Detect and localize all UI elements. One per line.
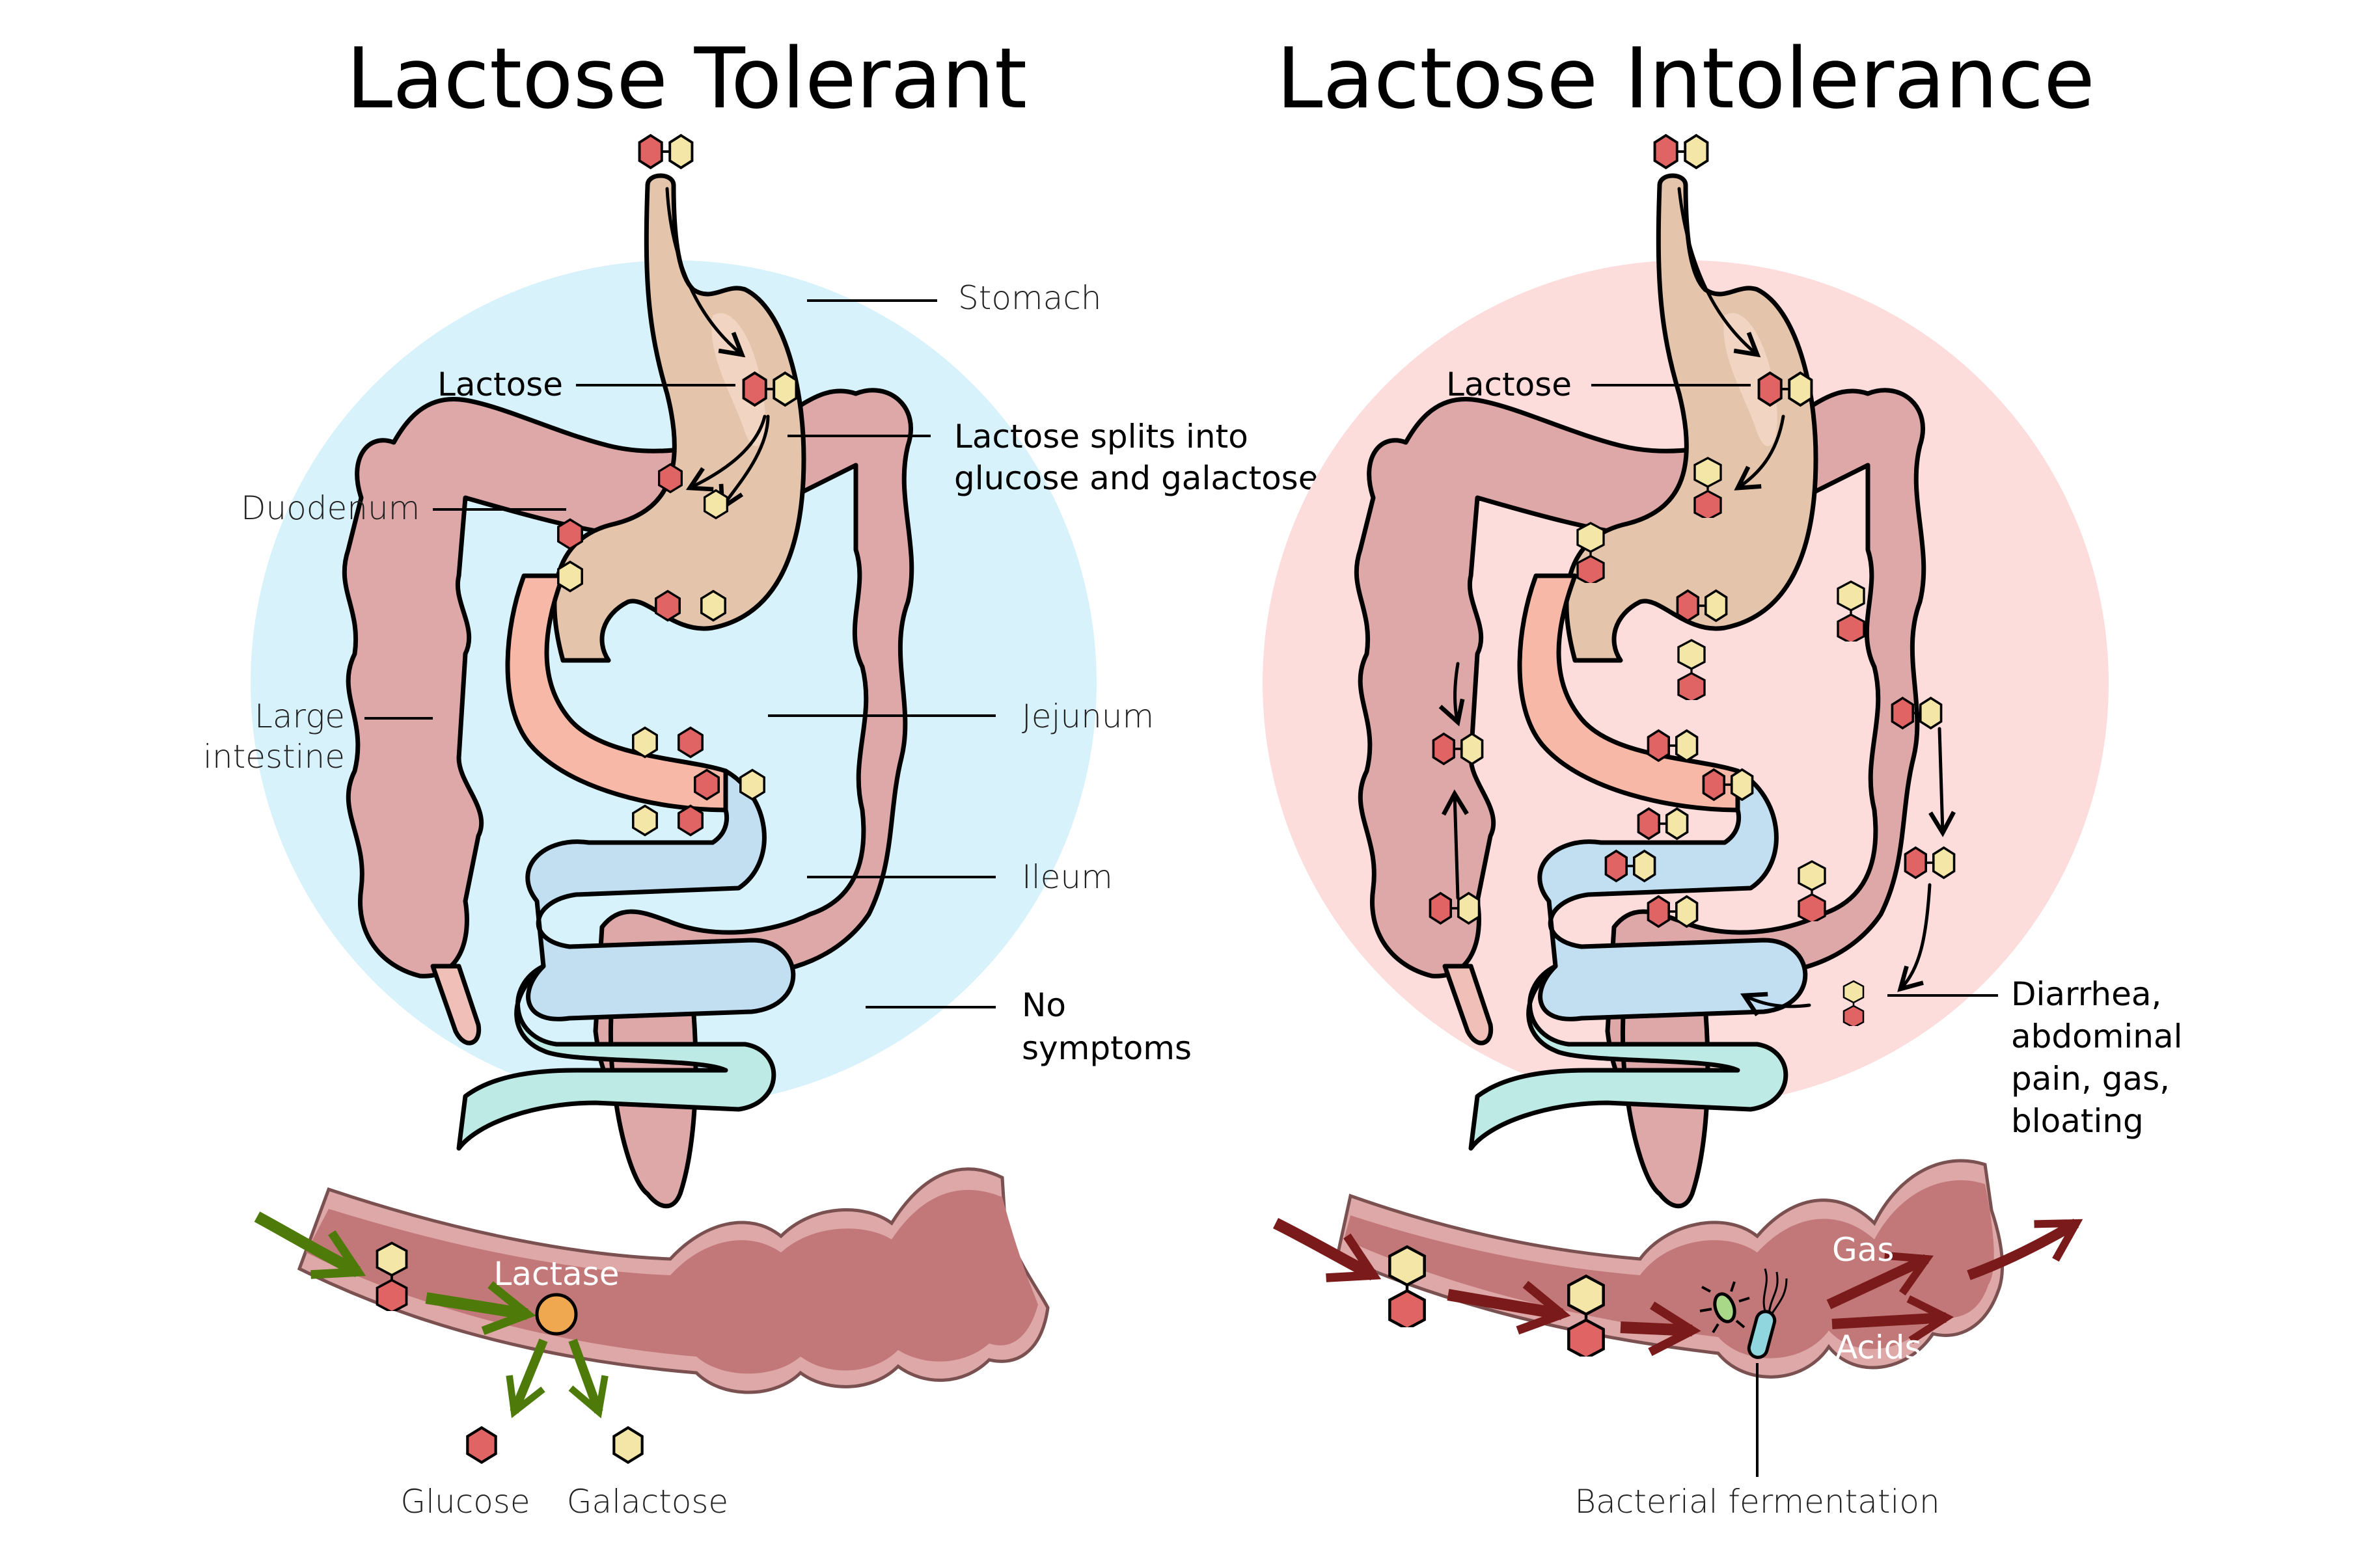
label-glucose: Glucose (400, 1483, 530, 1521)
label-gas: Gas (1832, 1231, 1894, 1269)
panel-lactose-intolerance: Lactose Intolerance Lactose D (1263, 31, 2183, 1521)
label-lactose-intolerance: Lactose (1446, 366, 1572, 403)
label-stomach: Stomach (958, 279, 1101, 317)
intestine-section-intolerance: Gas Acids Bacterial fermentation (1272, 1159, 2083, 1521)
lactose-molecule-top (638, 134, 694, 169)
label-bacterial-fermentation: Bacterial fermentation (1574, 1483, 1939, 1521)
label-lactase: Lactase (493, 1255, 619, 1293)
label-no-symptoms-2: symptoms (1022, 1029, 1192, 1067)
glucose-molecule-product (467, 1427, 495, 1462)
panel-title: Lactose Tolerant (346, 31, 1027, 128)
label-lactose-splits: Lactose splits into (954, 418, 1248, 455)
label-ileum: Ileum (1022, 858, 1113, 896)
galactose-molecule-product (614, 1427, 642, 1462)
label-lactose-splits-2: glucose and galactose (954, 459, 1318, 497)
panel-title-intolerance: Lactose Intolerance (1276, 31, 2095, 128)
lactase-enzyme (535, 1293, 578, 1336)
label-no-symptoms: No (1022, 986, 1066, 1024)
label-large-intestine-2: intestine (203, 738, 345, 776)
label-symptoms-1: Diarrhea, (2011, 975, 2161, 1013)
label-symptoms-4: bloating (2011, 1102, 2144, 1140)
label-galactose: Galactose (567, 1483, 728, 1521)
label-jejunum: Jejunum (1022, 697, 1154, 735)
label-duodenum: Duodenum (241, 489, 420, 527)
label-large-intestine: Large (254, 697, 345, 735)
lactose-molecule-top-intolerance (1653, 134, 1709, 169)
label-lactose: Lactose (437, 366, 563, 403)
label-symptoms-3: pain, gas, (2011, 1060, 2170, 1098)
label-acids: Acids (1835, 1329, 1922, 1366)
intestine-section-tolerant: Lactase Glucose Galactose (254, 1167, 1050, 1521)
galactose-molecule (703, 489, 729, 520)
bacteria-icon (1699, 1268, 1788, 1359)
panel-lactose-tolerant: Lactose Tolerant Stomach Lactose Lactose… (203, 31, 1318, 1521)
label-symptoms-2: abdominal (2011, 1018, 2183, 1055)
glucose-molecule (657, 463, 683, 494)
